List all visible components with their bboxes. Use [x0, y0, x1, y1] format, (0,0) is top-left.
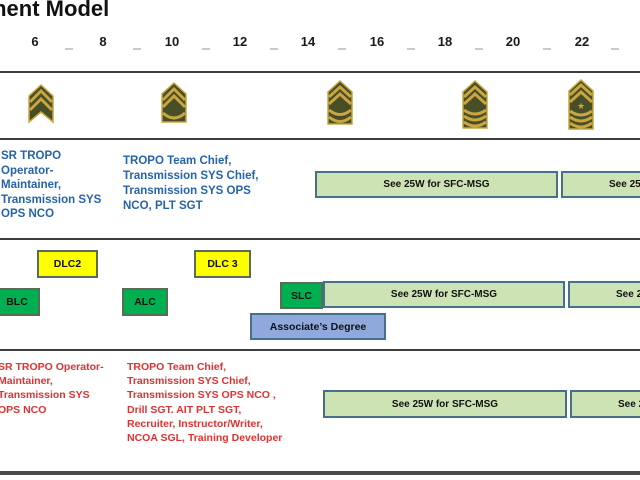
sgm-insignia: ★ — [568, 79, 594, 130]
see-25z-bar-assignments: See 25Z — [561, 171, 640, 198]
axis-tick-8: 8 — [99, 34, 107, 49]
duty-positions-ssg-red: TROPO Team Chief, Transmission SYS Chief… — [127, 361, 283, 445]
axis-minor-tick — [475, 48, 483, 50]
dlc2-box: DLC2 — [37, 250, 98, 278]
axis-tick-14: 14 — [300, 34, 316, 49]
sfc-insignia — [327, 80, 353, 125]
see-25w-bar-training: See 25W for SFC-MSG — [323, 281, 565, 308]
alc-box: ALC — [122, 288, 168, 316]
ssg-insignia — [161, 82, 187, 123]
axis-minor-tick — [202, 48, 210, 50]
duty-positions-sgt-red: SR TROPO Operator- Maintainer, Transmiss… — [0, 361, 104, 416]
axis-minor-tick — [407, 48, 415, 50]
bottom-border-line — [0, 471, 640, 475]
see-25z-label: See 25Z — [618, 398, 640, 410]
see-25z-label: See 25Z — [616, 289, 640, 300]
axis-tick-16: 16 — [369, 34, 385, 49]
axis-minor-tick — [133, 48, 141, 50]
section-divider — [0, 238, 640, 240]
axis-tick-6: 6 — [31, 34, 39, 49]
section-divider — [0, 349, 640, 351]
see-25w-bar-assignments: See 25W for SFC-MSG — [315, 171, 558, 198]
associates-degree-box: Associate’s Degree — [250, 313, 386, 340]
axis-minor-tick — [611, 48, 619, 50]
axis-minor-tick — [543, 48, 551, 50]
section-divider — [0, 138, 640, 140]
sgt-insignia — [28, 84, 54, 124]
blc-box: BLC — [0, 288, 40, 316]
axis-tick-12: 12 — [232, 34, 248, 49]
section-divider — [0, 71, 640, 73]
axis-tick-18: 18 — [437, 34, 453, 49]
see-25w-bar-red-section: See 25W for SFC-MSG — [323, 390, 567, 418]
see-25z-bar-red-section: See 25Z — [570, 390, 640, 418]
axis-minor-tick — [338, 48, 346, 50]
see-25z-label: See 25Z — [609, 179, 640, 190]
axis-minor-tick — [270, 48, 278, 50]
slc-box: SLC — [280, 282, 323, 309]
axis-tick-10: 10 — [164, 34, 180, 49]
msg-insignia — [462, 80, 488, 129]
axis-minor-tick — [65, 48, 73, 50]
duty-positions-ssg-blue: TROPO Team Chief, Transmission SYS Chief… — [123, 155, 259, 212]
page-title: ment Model — [0, 0, 110, 21]
duty-positions-sgt-blue: SR TROPO Operator- Maintainer, Transmiss… — [1, 150, 102, 221]
axis-tick-22: 22 — [574, 34, 590, 49]
axis-tick-20: 20 — [505, 34, 521, 49]
see-25z-bar-training: See 25Z — [568, 281, 640, 308]
svg-text:★: ★ — [577, 101, 585, 111]
dlc3-box: DLC 3 — [194, 250, 251, 278]
